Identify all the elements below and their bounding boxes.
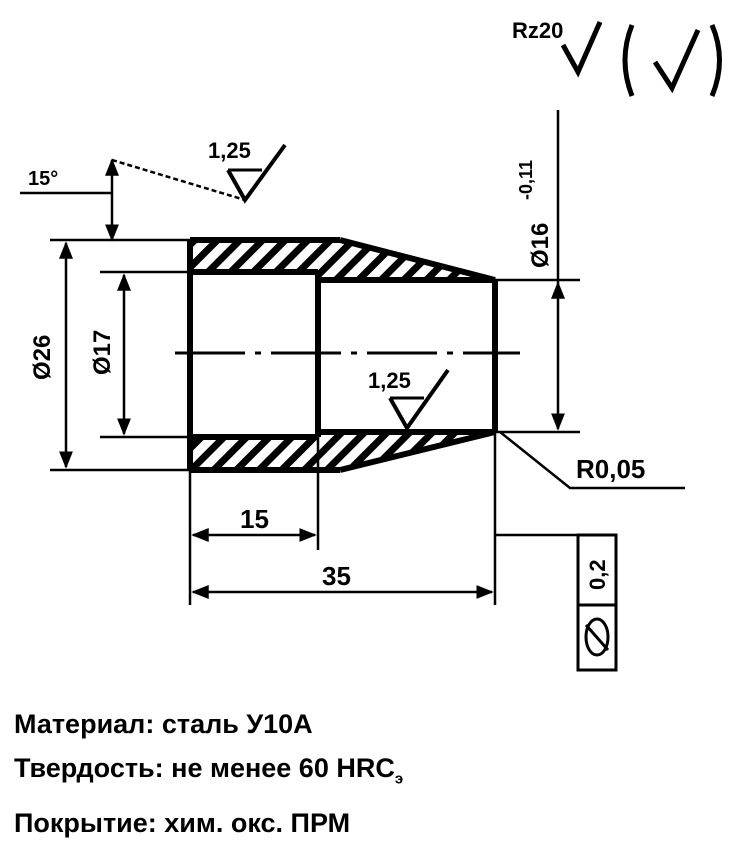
cylindricity-icon <box>584 617 610 657</box>
hardness-subscript: э <box>394 770 404 788</box>
fillet-leader <box>499 431 685 490</box>
angle-construction <box>20 158 246 242</box>
coating-note: Покрытие: хим. окс. ПРМ <box>14 808 351 839</box>
bore-roughness-mark: 1,25 <box>368 368 450 432</box>
tolerance-value: 0,2 <box>585 559 610 590</box>
hardness-note: Твердость: не менее 60 HRCэ <box>14 746 403 801</box>
paren-right <box>709 24 722 97</box>
extension-lines <box>50 238 580 605</box>
hardness-text: Твердость: не менее 60 HRC <box>14 753 395 783</box>
paren-left <box>622 24 635 97</box>
notes-block: Материал: сталь У10А Твердость: не менее… <box>14 702 403 845</box>
bore-length-label: 15 <box>240 504 269 534</box>
taper-roughness-label: 1,25 <box>208 138 251 163</box>
tolerance-frame: 0,2 <box>576 533 618 672</box>
technical-drawing: Rz20 <box>20 18 722 672</box>
material-note: Материал: сталь У10А <box>14 709 313 739</box>
bore-diameter-label: Ø17 <box>89 330 116 375</box>
outer-diameter-label: Ø26 <box>29 335 56 380</box>
bore-roughness-label: 1,25 <box>368 368 411 393</box>
hatch-lower <box>190 432 490 470</box>
small-diameter-tolerance: -0,11 <box>516 160 536 200</box>
general-roughness-mark: Rz20 <box>512 18 722 97</box>
angle-label: 15° <box>28 168 58 190</box>
taper-roughness-mark: 1,25 <box>208 138 287 204</box>
total-length-label: 35 <box>322 561 351 591</box>
part-outline <box>187 237 498 473</box>
roughness-general-label: Rz20 <box>512 18 563 43</box>
small-diameter-label: Ø16 <box>527 223 554 268</box>
fillet-radius-label: R0,05 <box>576 454 645 484</box>
check-icon <box>652 28 701 94</box>
